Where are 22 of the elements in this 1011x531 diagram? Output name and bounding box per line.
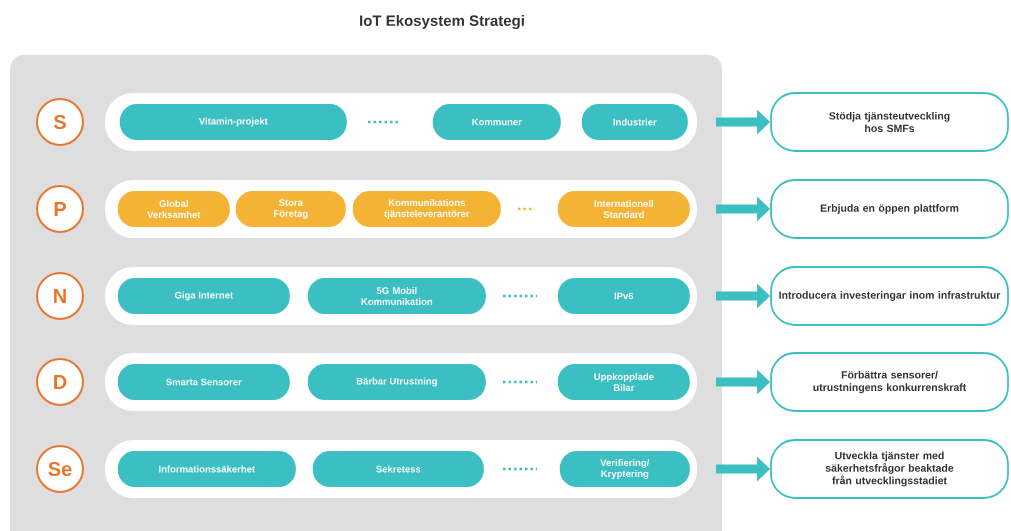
outcome-box: Introducera investeringar inom infrastruktur — [770, 266, 1009, 326]
category-pill: Internationell Standard — [557, 191, 690, 227]
category-pill: Informationssäkerhet — [117, 451, 296, 487]
outcome-box: Stödja tjänsteutveckling hos SMFs — [770, 92, 1009, 152]
category-pill: Sekretess — [312, 451, 484, 487]
category-pill: Vitamin-projekt — [119, 104, 347, 140]
outcome-box: Utveckla tjänster med säkerhetsfrågor beaktade från utvecklingsstadiet — [770, 439, 1009, 499]
category-pill: Industrier — [581, 104, 688, 140]
category-pill: Kommunikations tjänsteleverantörer — [352, 191, 501, 227]
category-pill: Stora Företag — [235, 191, 346, 227]
category-pill: 5G Mobil Kommunikation — [307, 278, 486, 314]
category-pill: Kommuner — [432, 104, 561, 140]
category-pill: Giga Internet — [117, 278, 290, 314]
outcome-box: Erbjuda en öppen plattform — [770, 179, 1009, 239]
category-pill: IPv6 — [557, 278, 690, 314]
category-pill: Bärbar Utrustning — [307, 364, 486, 400]
category-pill: Smarta Sensorer — [117, 364, 290, 400]
category-pill: Global Verksamhet — [117, 191, 230, 227]
title: IoT Ekosystem Strategi — [360, 14, 524, 30]
category-pill: Uppkopplade Bilar — [557, 364, 690, 400]
category-pill: Verifiering/ Kryptering — [559, 451, 690, 487]
outcome-box: Förbättra sensorer/ utrustningens konkurrenskraft — [770, 352, 1009, 412]
